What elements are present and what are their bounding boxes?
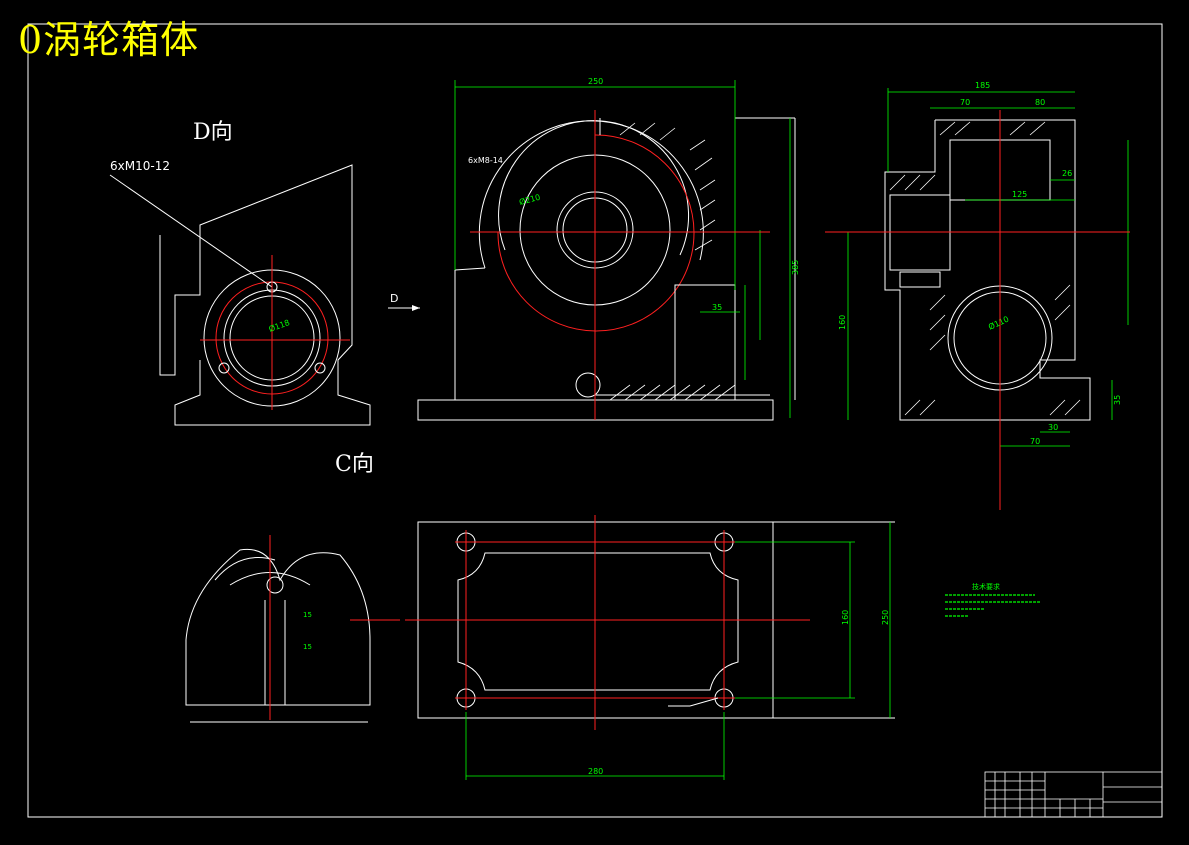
drawing-title: 0涡轮箱体 xyxy=(18,18,200,62)
front-hatch xyxy=(609,122,736,401)
side-hatch xyxy=(889,121,1081,416)
dim-side-70b: 70 xyxy=(1030,437,1040,446)
base-centerlines xyxy=(405,515,810,730)
d-view xyxy=(109,164,371,426)
base-dimensions xyxy=(465,522,891,780)
dim-c-15b: 15 xyxy=(303,643,312,651)
dim-side-30: 30 xyxy=(1048,423,1058,432)
dim-side-26: 26 xyxy=(1062,169,1072,178)
d-arrow xyxy=(388,305,420,311)
thread-callout: 6xM10-12 xyxy=(110,159,170,173)
dim-base-280: 280 xyxy=(588,767,603,776)
dim-front-height: 385 xyxy=(791,260,800,275)
d-view-dia: Ø118 xyxy=(267,317,291,334)
tech-notes xyxy=(945,594,1040,617)
front-thread-callout: 6xM8-14 xyxy=(468,156,503,165)
title-block xyxy=(984,771,1163,818)
dim-side-160: 160 xyxy=(838,315,847,330)
dim-base-160: 160 xyxy=(841,610,850,625)
dim-side-width: 185 xyxy=(975,81,990,90)
dim-side-125: 125 xyxy=(1012,190,1027,199)
dim-front-width: 250 xyxy=(588,77,603,86)
d-arrow-label: D xyxy=(390,292,398,305)
dim-base-250: 250 xyxy=(881,610,890,625)
side-view xyxy=(884,119,1091,421)
tech-note-heading: 技术要求 xyxy=(972,582,1000,591)
c-view xyxy=(185,548,371,723)
dim-c-15a: 15 xyxy=(303,611,312,619)
base-leader xyxy=(668,697,719,707)
dim-side-dia: Ø110 xyxy=(987,314,1011,332)
d-view-label: D向 xyxy=(193,120,233,145)
front-dimensions xyxy=(454,80,791,418)
c-view-label: C向 xyxy=(335,452,374,477)
dim-side-80: 80 xyxy=(1035,98,1045,107)
dim-side-70: 70 xyxy=(960,98,970,107)
drawing-border xyxy=(27,23,1163,818)
dim-side-35: 35 xyxy=(1113,395,1122,405)
dim-front-35: 35 xyxy=(712,303,722,312)
